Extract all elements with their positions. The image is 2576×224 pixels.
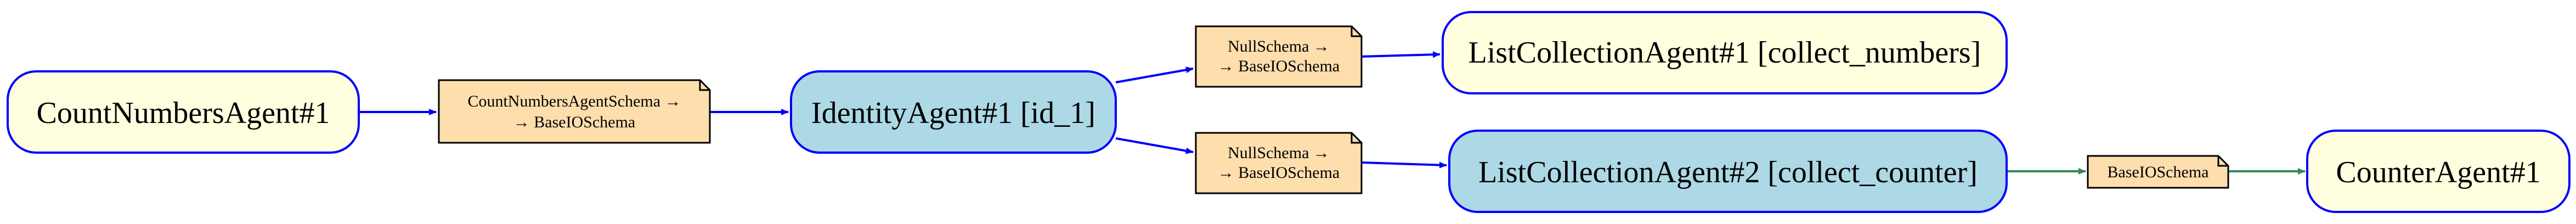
edge-identity-to-nullschema-2 <box>1115 137 1194 154</box>
edge-identity-to-nullschema-1 <box>1115 66 1194 83</box>
node-counter-agent[interactable]: CounterAgent#1 <box>2306 130 2571 213</box>
schema-null-2-line2: → BaseIOSchema <box>1218 164 1340 182</box>
schema-null-1-line1: NullSchema → <box>1228 37 1330 55</box>
node-list-collection-agent-2[interactable]: ListCollectionAgent#2 [collect_counter] <box>1448 130 2008 213</box>
schema-note-null-1[interactable]: NullSchema → → BaseIOSchema <box>1195 25 1363 88</box>
node-list-collection-1-label: ListCollectionAgent#1 [collect_numbers] <box>1468 36 1981 70</box>
schema-note-null-2[interactable]: NullSchema → → BaseIOSchema <box>1195 132 1363 194</box>
node-identity-label: IdentityAgent#1 [id_1] <box>811 96 1095 130</box>
node-list-collection-2-label: ListCollectionAgent#2 [collect_counter] <box>1478 155 1978 189</box>
node-counter-label: CounterAgent#1 <box>2336 155 2540 189</box>
schema-null-2-line1: NullSchema → <box>1228 144 1330 162</box>
schema-count-numbers-line1: CountNumbersAgentSchema → <box>467 92 681 110</box>
node-count-numbers-agent[interactable]: CountNumbersAgent#1 <box>7 70 360 154</box>
schema-null-1-line2: → BaseIOSchema <box>1218 57 1340 75</box>
edges <box>359 51 2306 175</box>
schema-note-base-io[interactable]: BaseIOSchema <box>2087 155 2229 189</box>
edge-nullschema-1-to-listcollection-1 <box>1361 51 1440 58</box>
schema-base-io-label: BaseIOSchema <box>2108 163 2209 181</box>
node-list-collection-agent-1[interactable]: ListCollectionAgent#1 [collect_numbers] <box>1442 11 2008 94</box>
schema-note-count-numbers[interactable]: CountNumbersAgentSchema → → BaseIOSchema <box>438 79 711 144</box>
schema-count-numbers-line2: → BaseIOSchema <box>513 113 635 131</box>
edge-nullschema-2-to-listcollection-2 <box>1361 161 1447 169</box>
node-identity-agent[interactable]: IdentityAgent#1 [id_1] <box>790 70 1117 154</box>
node-count-numbers-label: CountNumbersAgent#1 <box>36 96 330 130</box>
